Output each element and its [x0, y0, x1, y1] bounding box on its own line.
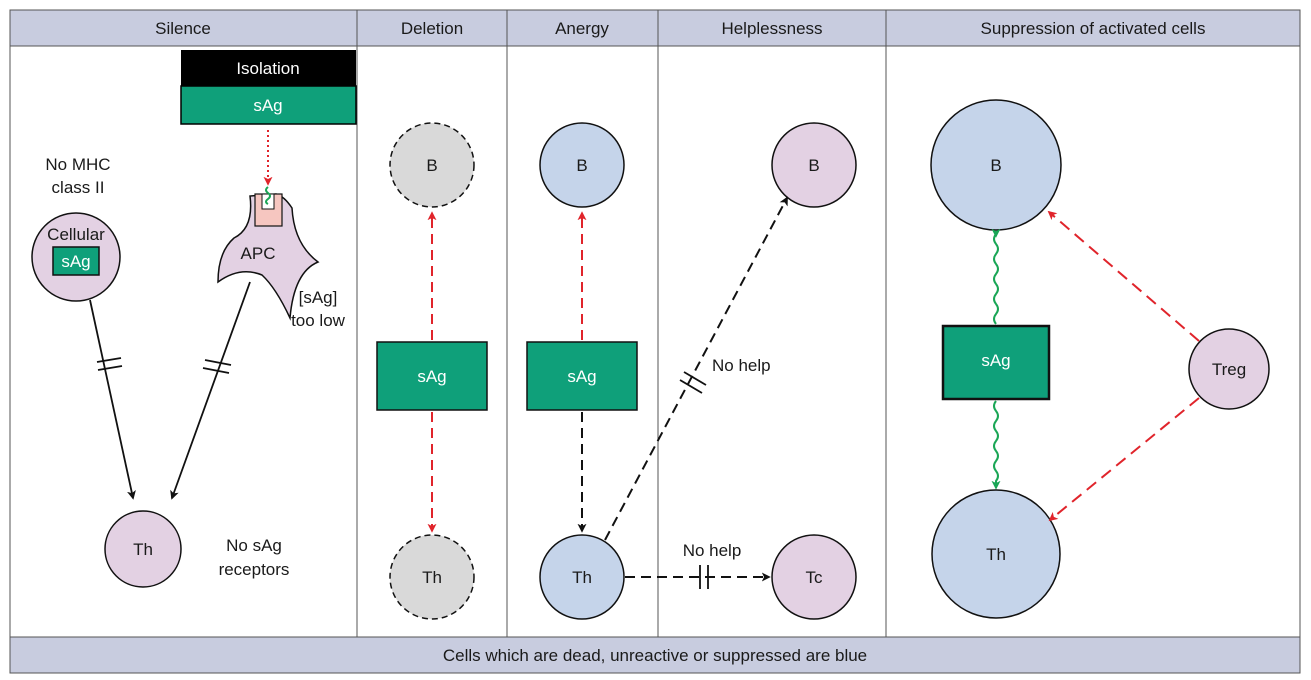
suppression-panel: B sAg Th Treg: [930, 99, 1270, 619]
anergy-b-cell: [539, 122, 625, 208]
sag-to-b-wavy-arrow: [991, 228, 1001, 325]
deletion-panel: B sAg Th: [376, 122, 488, 620]
deletion-th-label: Th: [422, 568, 442, 587]
sag-to-th-wavy-arrow: [991, 400, 1001, 490]
header-helplessness: Helplessness: [721, 19, 822, 38]
suppression-sag-label: sAg: [981, 351, 1010, 370]
apc-cell: [217, 193, 320, 321]
helplessness-panel: B No help No help Tc: [604, 122, 857, 620]
sag-low-line2: too low: [291, 311, 346, 330]
silence-th-cell: [104, 510, 182, 588]
apc-to-th-arrow: [170, 281, 251, 500]
anergy-sag-box: [526, 341, 638, 411]
anergy-panel: B sAg Th: [526, 122, 638, 620]
isolation-box: [181, 50, 356, 86]
apc-label: APC: [241, 244, 276, 263]
helplessness-tc-label: Tc: [806, 568, 824, 587]
deletion-sag-box: [376, 341, 488, 411]
isolation-label: Isolation: [236, 59, 299, 78]
header-deletion: Deletion: [401, 19, 463, 38]
cellular-block-bar-2: [97, 365, 123, 371]
treg-label: Treg: [1212, 360, 1246, 379]
th-to-b-arrow: [604, 196, 788, 541]
th-to-b-block-2: [683, 371, 707, 386]
treg-cell: [1188, 328, 1270, 410]
footer-bar: [9, 636, 1301, 674]
deletion-sag-label: sAg: [417, 367, 446, 386]
deletion-th-cell: [389, 534, 475, 620]
anergy-th-label: Th: [572, 568, 592, 587]
cellular-sag-box: [52, 246, 100, 276]
no-receptors-line2: receptors: [219, 560, 290, 579]
anergy-sag-label: sAg: [567, 367, 596, 386]
header-silence: Silence: [155, 19, 211, 38]
suppression-th-cell: [931, 489, 1061, 619]
sag-low-line1: [sAg]: [299, 288, 338, 307]
isolation-sag-label: sAg: [253, 96, 282, 115]
no-mhc-line2: class II: [52, 178, 105, 197]
cellular-label: Cellular: [47, 225, 105, 244]
helplessness-tc-cell: [771, 534, 857, 620]
silence-panel: Isolation sAg No MHC class II Cellular s…: [31, 50, 357, 588]
no-help-b-label: No help: [712, 356, 771, 375]
helplessness-b-label: B: [808, 156, 819, 175]
helplessness-b-cell: [771, 122, 857, 208]
cellular-block-bar-1: [96, 357, 122, 363]
anergy-b-label: B: [576, 156, 587, 175]
anergy-th-cell: [539, 534, 625, 620]
footer-note: Cells which are dead, unreactive or supp…: [443, 646, 867, 665]
cellular-to-th-arrow: [89, 299, 136, 500]
suppression-sag-box: [941, 324, 1051, 401]
suppression-th-label: Th: [986, 545, 1006, 564]
apc-sag-squiggle: [265, 186, 271, 205]
header-bar: [9, 9, 1301, 47]
apc-block-bar-2: [202, 367, 230, 374]
apc-receptor-slot: [261, 193, 275, 210]
no-help-tc-label: No help: [683, 541, 742, 560]
isolation-sag-box: [180, 85, 357, 125]
header-suppression: Suppression of activated cells: [981, 19, 1206, 38]
apc-block-bar-1: [204, 359, 232, 366]
th-to-b-block-1: [679, 379, 703, 394]
cellular-sag-label: sAg: [61, 252, 90, 271]
treg-to-th-arrow: [1048, 397, 1200, 522]
suppression-b-label: B: [990, 156, 1001, 175]
deletion-b-label: B: [426, 156, 437, 175]
no-receptors-line1: No sAg: [226, 536, 282, 555]
treg-to-b-arrow: [1047, 210, 1200, 342]
deletion-b-cell: [389, 122, 475, 208]
header-anergy: Anergy: [555, 19, 609, 38]
no-mhc-line1: No MHC: [45, 155, 110, 174]
silence-th-label: Th: [133, 540, 153, 559]
